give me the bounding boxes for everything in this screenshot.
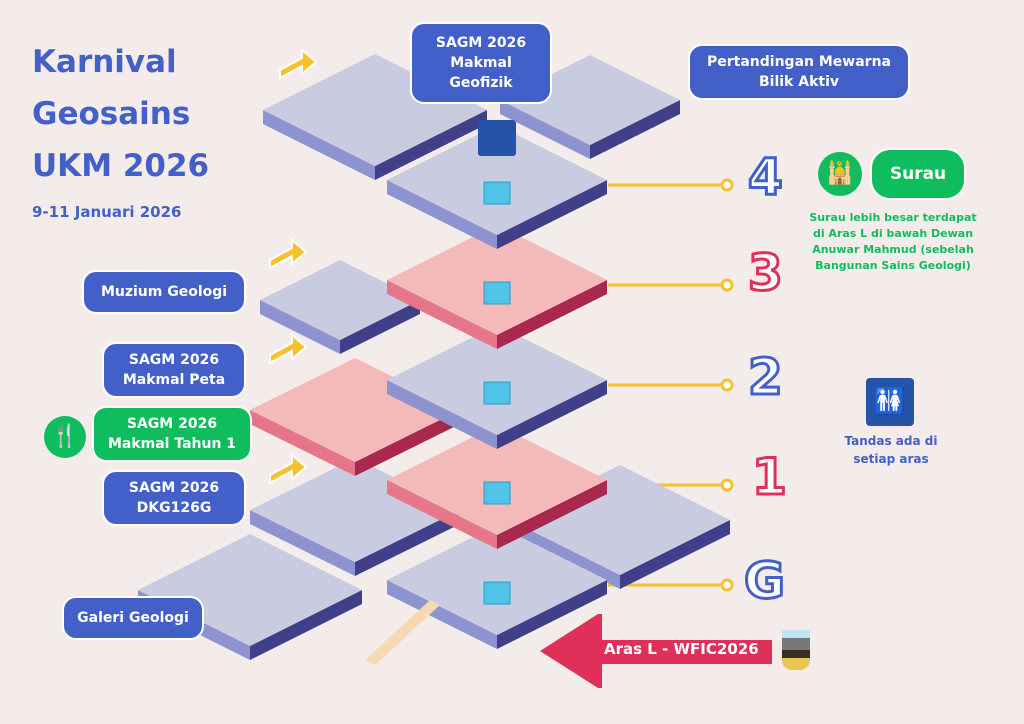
connector-dot (720, 378, 734, 392)
floor-3-slab-side (497, 280, 607, 349)
direction-arrow-icon (269, 237, 308, 270)
restroom-icon: 🚻 (866, 378, 914, 426)
floor-1-slab (387, 425, 607, 535)
floor-3-left-wing-side (340, 300, 420, 354)
floor-2-left-wing-side (355, 410, 460, 476)
connector-dot (720, 478, 734, 492)
floor-2-slab-side (387, 380, 497, 449)
elevator-cube (483, 481, 511, 505)
connector-dot (720, 578, 734, 592)
elevator-cube (483, 281, 511, 305)
mosque-icon: 🕌 (818, 152, 862, 196)
elevator-icon (478, 120, 516, 156)
floor-4-left-wing-side (375, 110, 487, 180)
floor-4-left-wing-side (263, 110, 375, 180)
surau-note: Surau lebih besar terdapat di Aras L di … (809, 211, 977, 272)
elevator-cube (483, 181, 511, 205)
floor-1-slab-side (497, 480, 607, 549)
elevator-cube (483, 381, 511, 405)
water-filter-icon (782, 630, 810, 670)
floor-2-slab (387, 325, 607, 435)
floor-4-right-wing-side (590, 100, 680, 159)
direction-arrow-icon (269, 332, 308, 365)
floor-1-right-wing-side (620, 520, 730, 589)
tandas-note: Tandas ada di setiap aras (844, 434, 938, 466)
connector-dot (720, 178, 734, 192)
floor-3-left-wing (260, 260, 420, 340)
floor-number-4: 4 (747, 147, 785, 208)
arrow-left-shape (540, 614, 772, 688)
floor-2-slab-side (497, 380, 607, 449)
label-surau[interactable]: Surau (870, 148, 966, 200)
label-muzium-geologi[interactable]: Muzium Geologi (82, 270, 246, 314)
floor-4-slab (387, 125, 607, 235)
floor-1-right-wing-side (510, 520, 620, 589)
floor-number-1: 1 (751, 447, 789, 508)
event-date: 9-11 Januari 2026 (32, 203, 182, 221)
stairs-icon (365, 600, 440, 665)
direction-arrow-icon (279, 47, 318, 80)
floor-1-slab-side (387, 480, 497, 549)
direction-arrow-icon (269, 452, 308, 485)
floor-number-3: 3 (747, 243, 785, 304)
floor-4-slab-side (387, 180, 497, 249)
floor-1-left-wing-side (250, 510, 355, 576)
floor-g-slab (387, 525, 607, 635)
floor-g-slab-side (497, 580, 607, 649)
floor-3-slab-side (387, 280, 497, 349)
aras-l-label: Aras L - WFIC2026 (604, 640, 759, 658)
floor-4-right-wing-side (500, 100, 590, 159)
connector-dot (720, 278, 734, 292)
food-icon: 🍴 (44, 416, 86, 458)
floor-4-slab-side (497, 180, 607, 249)
floor-3-left-wing-side (260, 300, 340, 354)
elevator-cube (483, 581, 511, 605)
label-galeri-geologi[interactable]: Galeri Geologi (62, 596, 204, 640)
floor-3-slab (387, 225, 607, 335)
floor-number-2: 2 (747, 347, 785, 408)
floor-2-left-wing-side (250, 410, 355, 476)
floor-g-left-wing-side (250, 590, 362, 660)
floor-number-g: G (742, 551, 786, 612)
floor-g-slab-side (387, 580, 497, 649)
aras-l-arrow[interactable] (536, 610, 774, 692)
floor-1-left-wing-side (355, 510, 460, 576)
